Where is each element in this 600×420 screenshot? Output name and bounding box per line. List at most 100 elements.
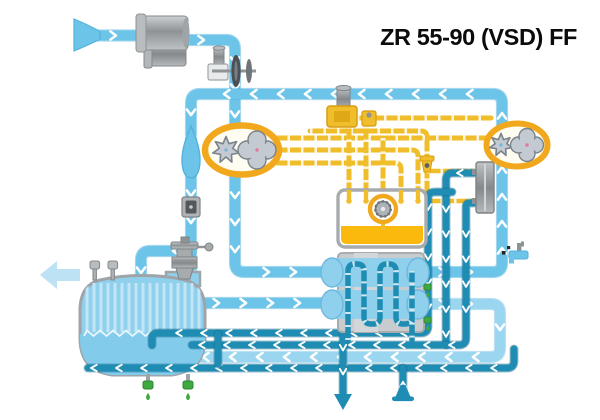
flow-arrow (90, 363, 98, 373)
flow-arrow (262, 266, 271, 278)
flow-arrow (390, 363, 398, 373)
cooler-condensate-drains (423, 283, 432, 331)
oil-inlet-tip (363, 198, 369, 204)
flow-arrow (290, 363, 298, 373)
air-intake-horn (73, 18, 101, 52)
flow-arrow (496, 111, 508, 120)
oil-inlet-tip (415, 198, 421, 204)
flow-arrow (250, 328, 258, 338)
flow-arrow (140, 363, 148, 373)
flow-arrow (423, 340, 431, 350)
flow-arrow (228, 351, 237, 363)
flow-arrow (212, 297, 221, 309)
flow-arrow (240, 363, 248, 373)
oil-stop-valve (326, 84, 358, 128)
flow-arrow (423, 253, 433, 261)
flow-arrow (490, 363, 498, 373)
flow-arrow (175, 328, 183, 338)
cooling-water-coil-marks (345, 261, 415, 340)
flow-arrow (494, 323, 506, 332)
flow-arrow (461, 255, 471, 263)
flow-arrow (338, 343, 348, 352)
flow-arrow (330, 88, 339, 100)
condensate-droplet (186, 393, 190, 401)
oil-system (326, 84, 495, 249)
oil-thermostat-valve (361, 110, 377, 127)
flow-arrow (248, 340, 256, 350)
flow-arrow (444, 351, 453, 363)
dry-air-outlet-arrow (40, 261, 80, 289)
flow-arrow (338, 367, 348, 376)
flow-arrow (289, 266, 298, 278)
flow-arrow (198, 340, 206, 350)
hp-rotors-lobe-pin (525, 143, 529, 147)
flow-arrow (411, 88, 420, 100)
diagram-title: ZR 55-90 (VSD) FF (380, 24, 577, 50)
flow-arrow (398, 340, 406, 350)
flow-arrow (448, 340, 456, 350)
flow-arrow (465, 363, 473, 373)
flow-arrow (441, 205, 451, 213)
hp-rotors-star-pin (499, 143, 503, 147)
cooling-water-outlet (334, 394, 352, 410)
flow-arrow (197, 34, 206, 46)
flow-arrow (441, 255, 451, 263)
water-line-top (148, 188, 456, 349)
water-line-mid (188, 199, 478, 349)
flow-arrow (200, 328, 208, 338)
flow-arrow (465, 88, 474, 100)
flow-arrow (273, 340, 281, 350)
flow-arrow (415, 363, 423, 373)
flow-arrow (300, 328, 308, 338)
water-terminals (334, 385, 414, 410)
flow-arrow (456, 168, 464, 178)
flow-arrow (229, 218, 241, 227)
flow-arrow (229, 191, 241, 200)
oil-line-e (271, 160, 404, 197)
flow-arrow (441, 280, 451, 288)
flow-arrow (255, 351, 264, 363)
blow-off-damper (181, 124, 201, 179)
flow-arrow (323, 340, 331, 350)
air-dryer-branch (136, 246, 196, 291)
flow-arrow (225, 328, 233, 338)
check-valve (181, 196, 201, 218)
oil-inlet-tip (346, 198, 352, 204)
flow-arrow (229, 245, 241, 254)
flow-arrow (496, 219, 508, 228)
flow-arrow (229, 110, 241, 119)
flow-arrow (239, 297, 248, 309)
flow-arrow (417, 351, 426, 363)
condensate-droplet (146, 393, 150, 401)
flow-arrow (293, 297, 302, 309)
oil-line-d-marks (274, 147, 421, 194)
flow-arrow (303, 88, 312, 100)
flow-arrow (275, 328, 283, 338)
flow-arrow (109, 30, 118, 41)
dryer-top-valve (170, 236, 214, 280)
hp-rotors (489, 127, 545, 163)
flow-arrow (365, 363, 373, 373)
flow-arrow (440, 363, 448, 373)
inlet-throttle-valve (207, 45, 256, 87)
flow-arrow (165, 363, 173, 373)
flow-arrow (185, 189, 197, 198)
flow-arrow (441, 330, 451, 338)
flow-arrow (315, 363, 323, 373)
air-intake-filter (135, 13, 190, 69)
water-oilcooler-top-return (442, 169, 478, 349)
flow-arrow (471, 351, 480, 363)
flow-arrow (266, 297, 275, 309)
cooler-block (320, 252, 432, 343)
dryer-top-ports (89, 260, 119, 281)
cooling-water-pipes (83, 168, 519, 401)
flow-arrow (309, 351, 318, 363)
dryer-condensate-drains (142, 374, 194, 401)
flow-arrow (276, 88, 285, 100)
water-tap (502, 241, 529, 264)
lp-rotors-star-pin (224, 148, 228, 152)
flow-arrow (222, 88, 231, 100)
air-to-dryer-pipe (193, 297, 507, 364)
